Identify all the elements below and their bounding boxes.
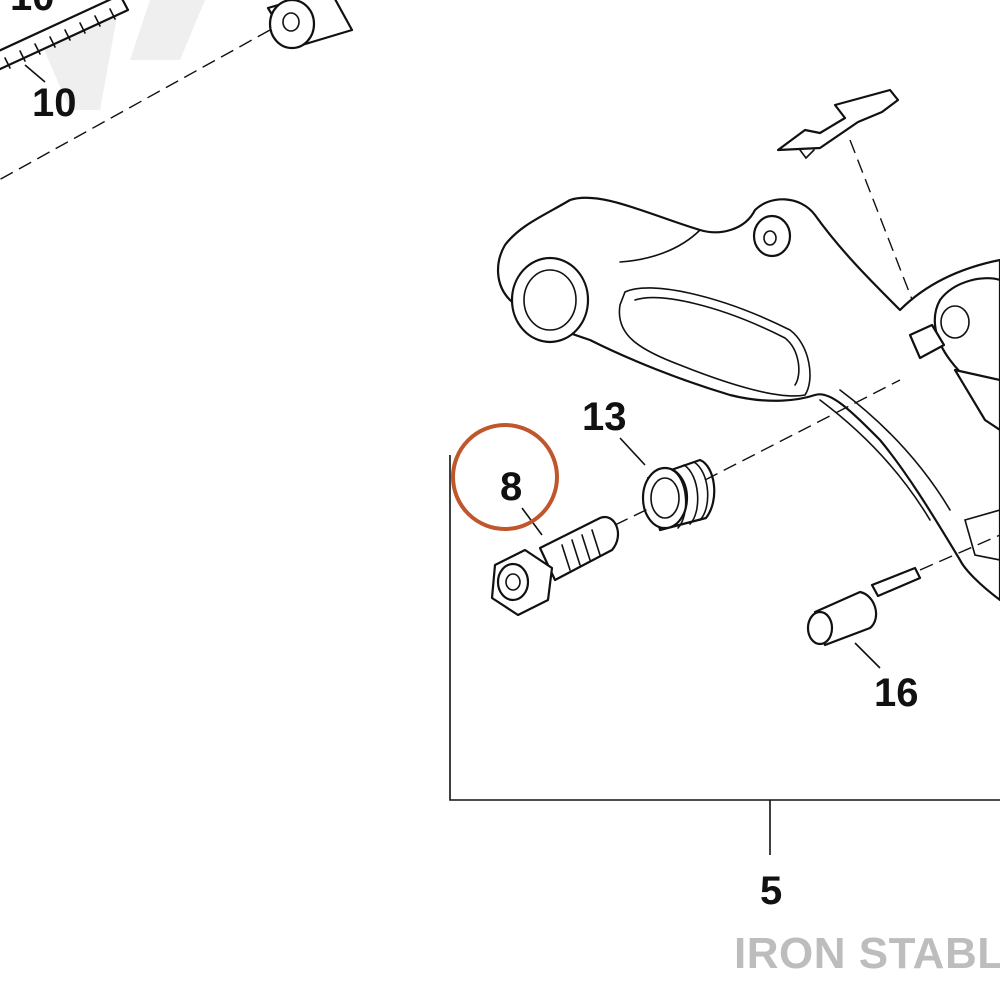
axis-line-bushing (704, 379, 901, 481)
callout-13: 13 (582, 395, 627, 439)
callout-top-10: 10 (10, 0, 55, 19)
highlight-circle (451, 423, 559, 531)
callout-8: 8 (500, 465, 522, 509)
bushing-part (641, 458, 716, 532)
retaining-clip-part (776, 88, 900, 160)
leader-16 (854, 642, 881, 669)
callout-5: 5 (760, 869, 782, 913)
spacer-part (266, 0, 354, 50)
axis-line-clip (849, 139, 921, 321)
axis-line-pin (919, 534, 1000, 571)
leader-13 (619, 437, 646, 466)
long-bolt-part (0, 0, 130, 71)
callout-10: 10 (32, 81, 77, 125)
callout-16: 16 (874, 671, 919, 715)
shoulder-bolt-part (490, 515, 619, 617)
group-bracket-5 (449, 455, 1000, 801)
watermark: IRON STABLE (734, 929, 1000, 978)
axis-line-bolt (614, 507, 651, 526)
main-bracket-part (497, 196, 1000, 602)
background-watermark-stripes (40, 0, 205, 110)
axis-line-top-left (0, 29, 271, 181)
leader-10 (24, 64, 46, 83)
pin-part (806, 566, 922, 647)
